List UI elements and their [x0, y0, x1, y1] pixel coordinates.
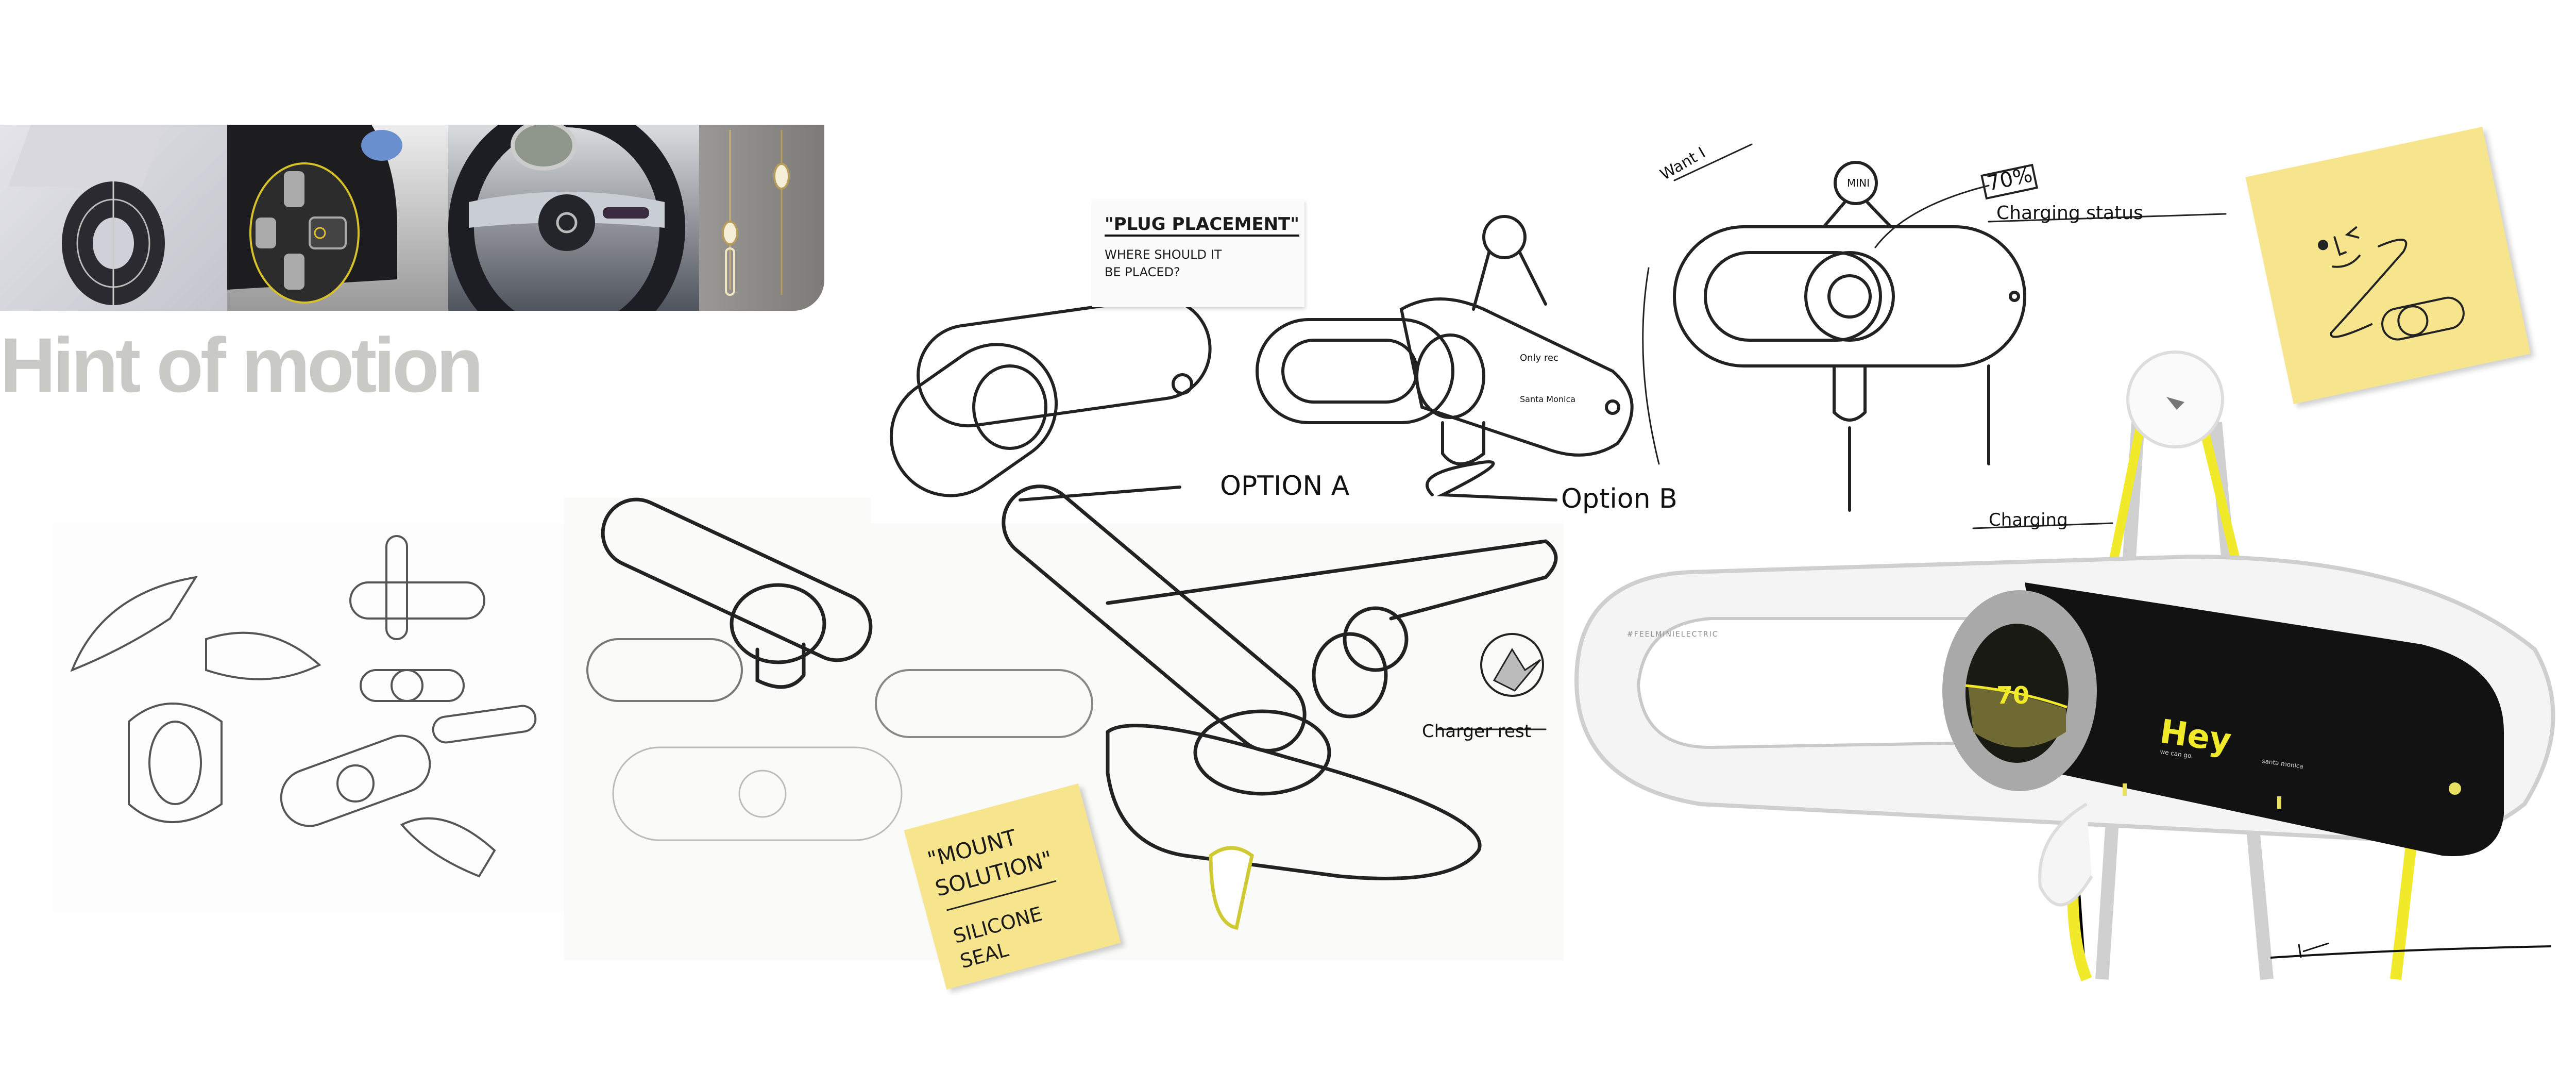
moodboard-image-speaker — [0, 125, 227, 311]
charging-status-label: Charging status — [1996, 203, 2143, 224]
moodboard-image-wall-lamps — [699, 125, 824, 311]
moodboard-image-wheel — [227, 125, 448, 311]
signature — [2270, 945, 2552, 959]
mount-note-title: "Mount solution" — [924, 824, 1056, 901]
mini-badge-label: MINI — [1847, 177, 1870, 189]
charger-rest-sketches — [586, 485, 1558, 930]
moodboard-title: Hint of motion — [0, 322, 483, 408]
display-panel — [2025, 582, 2504, 856]
moodboard-image-steering-wheel — [448, 125, 699, 311]
option-a-sketch — [889, 296, 1212, 502]
plug-placement-note: "Plug placement" Where should it be plac… — [1092, 199, 1304, 307]
charger-rest-label: Charger rest — [1422, 721, 1531, 742]
wink-sticky-note — [2245, 127, 2531, 404]
yellow-cable-left — [2108, 411, 2148, 568]
want-label: Want I — [1657, 144, 1709, 184]
option-b-label: Option B — [1561, 483, 1677, 514]
plug-note-body: Where should it be placed? — [1105, 247, 1222, 279]
render-hashtag: #FEELMINIELECTRIC — [1627, 630, 1719, 639]
charge-value: 70 — [1996, 681, 2029, 709]
percent-label: 70% — [1985, 163, 2035, 195]
wink-face-doodle-icon — [2317, 226, 2465, 341]
option-b-sketch — [1256, 215, 1634, 502]
charger-render: #FEELMINIELECTRIC 70 Hey we can go. sant… — [1574, 350, 2555, 982]
device-label-santa-monica: Santa Monica — [1520, 394, 1575, 404]
yellow-cable-right — [2195, 411, 2246, 584]
option-a-label: Option A — [1220, 471, 1350, 502]
moodboard-strip — [0, 125, 824, 311]
plug-note-title: "Plug placement" — [1105, 214, 1299, 237]
device-label-only-rec: Only rec — [1520, 353, 1558, 363]
charging-label: Charging — [1989, 510, 2068, 530]
charging-status-sketch — [1642, 143, 2227, 529]
thumbnail-sketches — [70, 535, 537, 878]
mount-note-body: Silicone seal — [951, 902, 1045, 973]
